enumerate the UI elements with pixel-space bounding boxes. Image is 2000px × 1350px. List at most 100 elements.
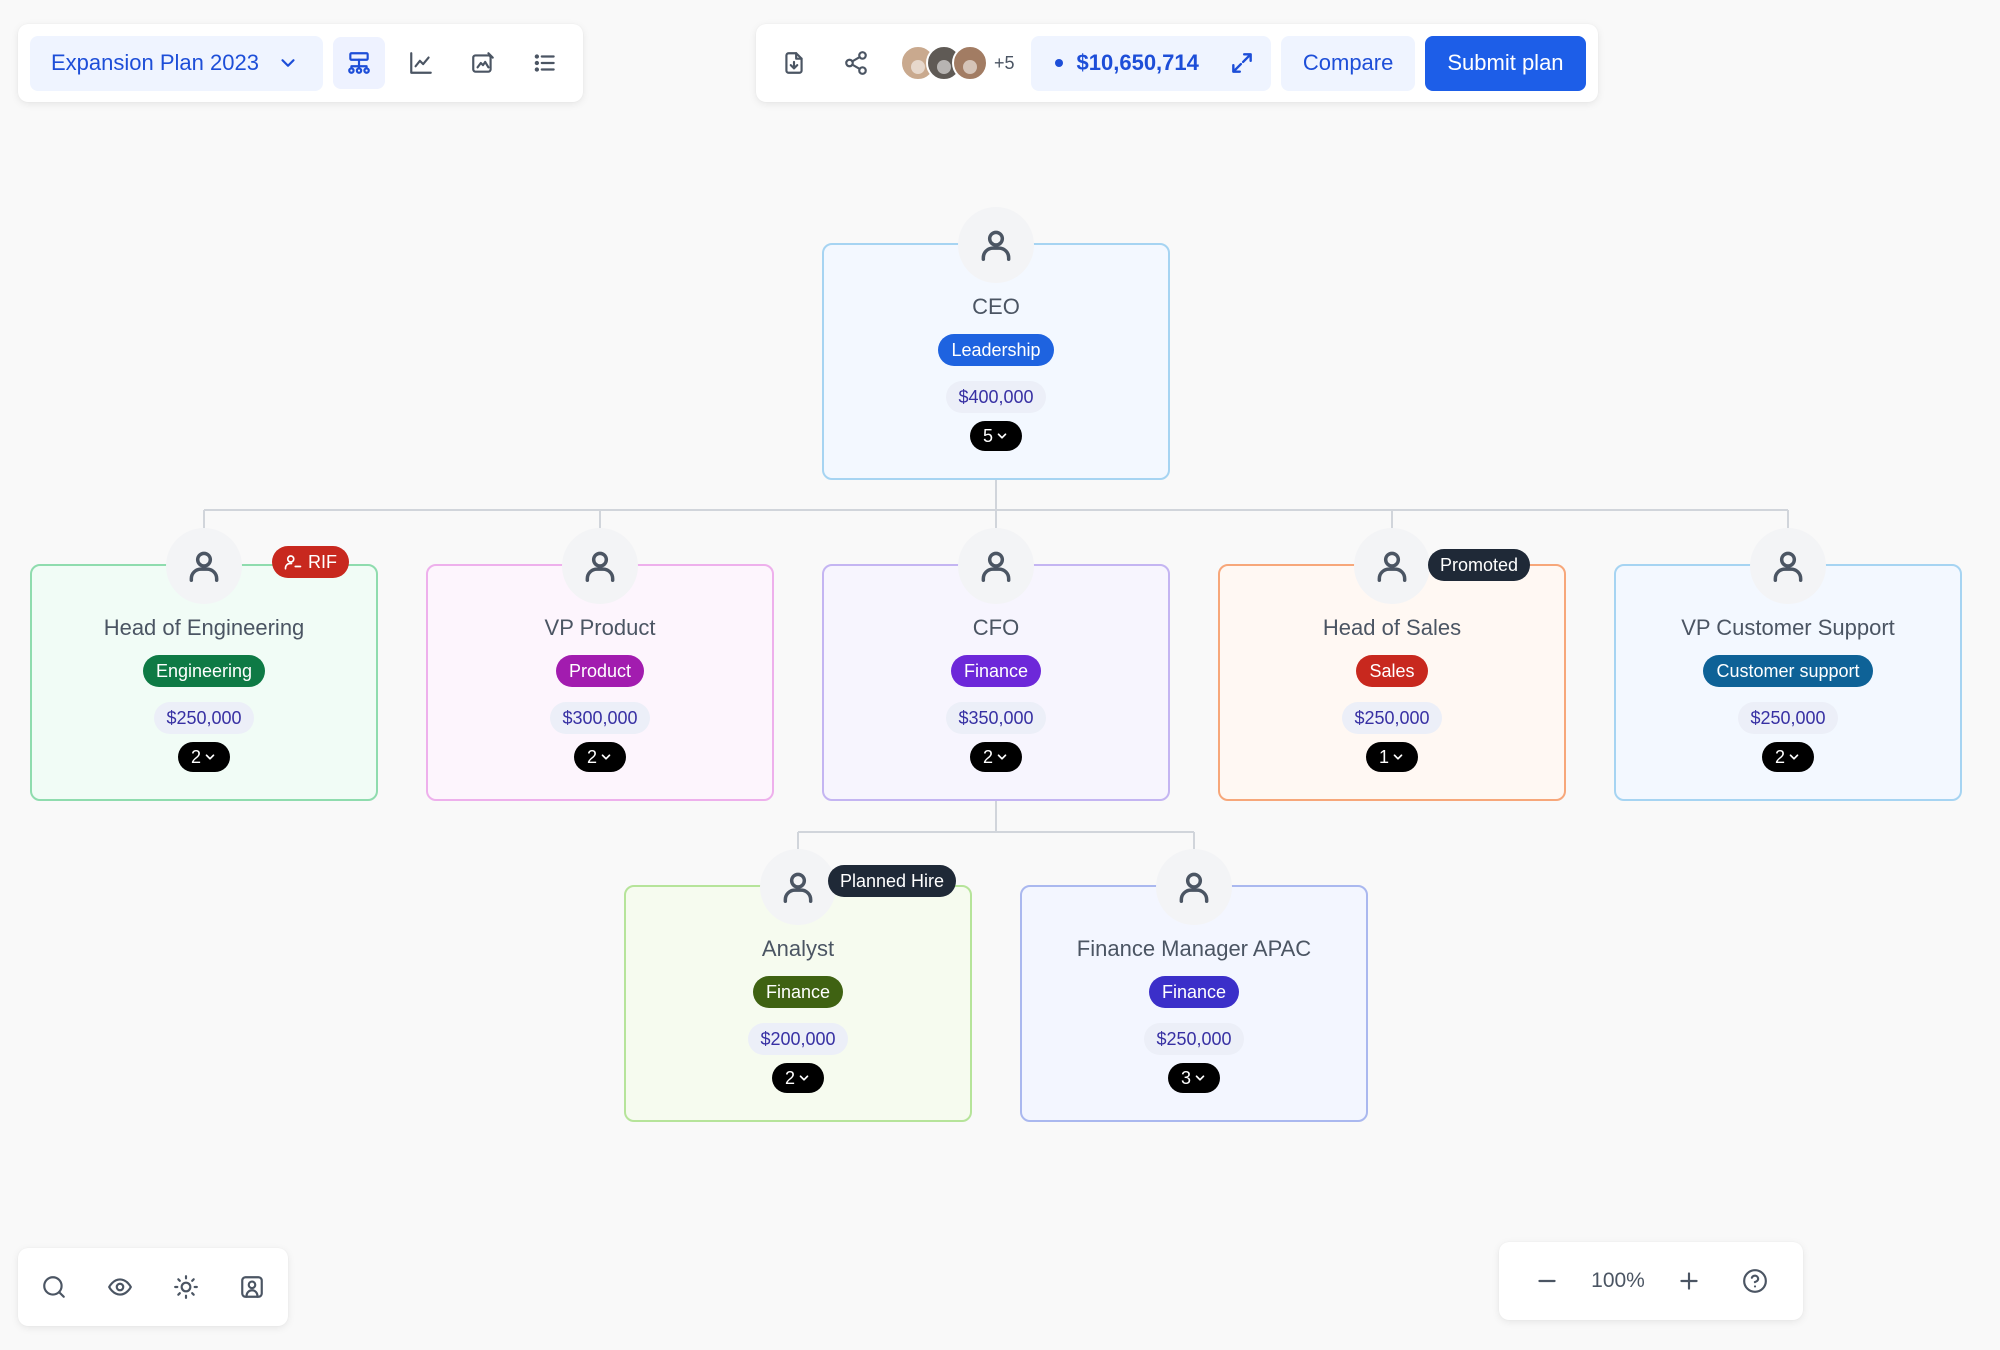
chart-view-button[interactable] <box>395 37 447 89</box>
node-title: CEO <box>972 294 1020 319</box>
salary-badge: $250,000 <box>154 702 254 734</box>
chevron-down-icon <box>997 754 1007 760</box>
org-node-head-of-sales[interactable]: Promoted Head of Sales Sales $250,000 1 <box>1218 528 1566 801</box>
zoom-in-button[interactable] <box>1663 1255 1715 1307</box>
user-icon <box>981 551 1011 582</box>
user-icon <box>783 872 813 903</box>
org-chart-icon <box>348 52 370 74</box>
user-icon <box>189 551 219 582</box>
collaborators-more-count: +5 <box>994 52 1015 73</box>
avatar <box>1156 849 1232 925</box>
avatar <box>1750 528 1826 604</box>
reports-toggle[interactable]: 2 <box>772 1063 824 1093</box>
plan-selector[interactable]: Expansion Plan 2023 <box>30 35 323 91</box>
node-title: VP Customer Support <box>1681 615 1895 640</box>
department-badge: Engineering <box>142 655 266 687</box>
profile-button[interactable] <box>226 1261 278 1313</box>
reports-toggle[interactable]: 5 <box>970 421 1022 451</box>
collaborator-avatar <box>952 45 988 81</box>
salary-badge: $250,000 <box>1342 702 1442 734</box>
salary-badge: $350,000 <box>946 702 1046 734</box>
salary-badge: $250,000 <box>1144 1023 1244 1055</box>
org-node-ceo[interactable]: CEO Leadership $400,000 5 <box>822 207 1170 480</box>
help-button[interactable] <box>1729 1255 1781 1307</box>
org-node-vp-customer-support[interactable]: VP Customer Support Customer support $25… <box>1614 528 1962 801</box>
node-title: Finance Manager APAC <box>1076 936 1312 961</box>
department-badge: Sales <box>1356 655 1428 687</box>
plan-actions-toolbar: +5 $10,650,714 Compare Submit plan <box>756 24 1598 102</box>
reports-count: 2 <box>1774 746 1785 767</box>
reports-toggle[interactable]: 2 <box>970 742 1022 772</box>
reports-count: 2 <box>784 1067 795 1088</box>
line-chart-icon <box>410 52 432 74</box>
visibility-button[interactable] <box>94 1261 146 1313</box>
reports-count: 2 <box>586 746 597 767</box>
org-node-cfo[interactable]: CFO Finance $350,000 2 <box>822 528 1170 801</box>
user-icon <box>1377 551 1407 582</box>
department-badge: Finance <box>950 655 1042 687</box>
org-node-head-of-engineering[interactable]: RIF Head of Engineering Engineering $250… <box>30 528 378 801</box>
compare-button[interactable]: Compare <box>1280 35 1416 91</box>
scenario-view-button[interactable] <box>457 37 509 89</box>
submit-plan-button[interactable]: Submit plan <box>1425 35 1586 91</box>
node-title: VP Product <box>544 615 656 640</box>
search-icon <box>43 1276 65 1298</box>
collaborators[interactable]: +5 <box>900 45 1021 81</box>
search-button[interactable] <box>28 1261 80 1313</box>
chevron-down-icon <box>799 1075 809 1081</box>
image-edit-icon <box>472 52 494 73</box>
reports-toggle[interactable]: 2 <box>178 742 230 772</box>
status-tag-promoted: Promoted <box>1428 549 1531 581</box>
status-tag-label: Promoted <box>1440 554 1519 575</box>
zoom-level: 100% <box>1591 1269 1645 1292</box>
zoom-controls: 100% <box>1499 1242 1803 1320</box>
reports-count: 5 <box>982 425 993 446</box>
org-chart-view-button[interactable] <box>332 37 385 89</box>
expand-icon[interactable] <box>1229 50 1255 76</box>
chevron-down-icon <box>1393 754 1403 760</box>
reports-count: 2 <box>982 746 993 767</box>
user-icon <box>981 230 1011 261</box>
chevron-down-icon <box>205 754 215 760</box>
list-icon <box>534 54 555 72</box>
reports-toggle[interactable]: 2 <box>574 742 626 772</box>
plan-name: Expansion Plan 2023 <box>51 50 259 75</box>
reports-toggle[interactable]: 2 <box>1762 742 1814 772</box>
status-tag-label: RIF <box>308 551 337 572</box>
status-tag-planned-hire: Planned Hire <box>828 865 957 897</box>
chevron-down-icon <box>997 433 1007 439</box>
user-icon <box>585 551 615 582</box>
node-title: CFO <box>972 615 1020 640</box>
status-tag-label: Planned Hire <box>840 870 945 891</box>
sun-icon <box>174 1275 198 1299</box>
user-minus-icon <box>284 555 302 570</box>
department-badge: Finance <box>752 976 844 1008</box>
zoom-out-button[interactable] <box>1521 1255 1573 1307</box>
theme-button[interactable] <box>160 1261 212 1313</box>
view-toolbar: Expansion Plan 2023 <box>18 24 583 102</box>
canvas-tools <box>18 1248 288 1326</box>
avatar <box>958 207 1034 283</box>
status-tag-rif: RIF <box>272 546 349 578</box>
status-dot <box>1054 59 1063 67</box>
org-node-analyst[interactable]: Planned Hire Analyst Finance $200,000 2 <box>624 849 972 1122</box>
reports-toggle[interactable]: 1 <box>1366 742 1418 772</box>
org-node-vp-product[interactable]: VP Product Product $300,000 2 <box>426 528 774 801</box>
node-title: Head of Engineering <box>103 615 305 640</box>
node-title: Analyst <box>761 936 835 961</box>
chevron-down-icon <box>1789 754 1799 760</box>
user-icon <box>1773 551 1803 582</box>
reports-count: 3 <box>1180 1067 1191 1088</box>
export-button[interactable] <box>768 37 820 89</box>
share-button[interactable] <box>830 37 882 89</box>
reports-toggle[interactable]: 3 <box>1168 1063 1220 1093</box>
avatar <box>166 528 242 604</box>
minus-icon <box>1538 1279 1556 1283</box>
org-node-finance-manager-apac[interactable]: Finance Manager APAC Finance $250,000 3 <box>1020 849 1368 1122</box>
avatar <box>1354 528 1430 604</box>
help-circle-icon <box>1743 1269 1767 1293</box>
plus-icon <box>1680 1272 1698 1290</box>
eye-icon <box>108 1278 132 1296</box>
list-view-button[interactable] <box>519 37 571 89</box>
avatar <box>958 528 1034 604</box>
